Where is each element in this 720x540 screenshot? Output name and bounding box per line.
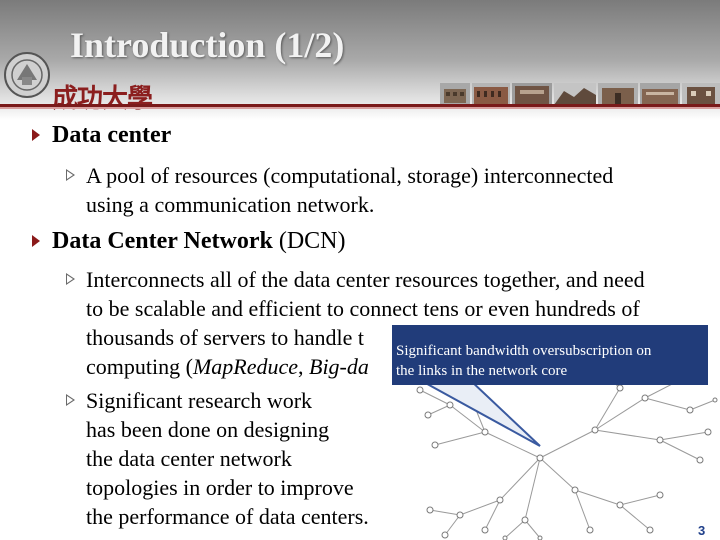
topology-node xyxy=(481,428,489,436)
topology-node xyxy=(616,501,624,509)
topology-node xyxy=(712,397,718,403)
university-seal-icon xyxy=(4,52,50,98)
text-fragment: Reduce xyxy=(233,354,298,379)
callout-box: Significant bandwidth oversubscription o… xyxy=(392,325,708,385)
sub-bullet-text-line: Significant research work xyxy=(86,388,313,413)
topology-node xyxy=(431,441,439,449)
bullet-arrow-icon xyxy=(32,235,40,247)
topology-node xyxy=(456,511,464,519)
campus-photo xyxy=(640,83,680,105)
sub-bullet-text-line: the data center network xyxy=(86,446,292,471)
bullet-label-suffix: (DCN) xyxy=(278,228,346,254)
callout-pointer xyxy=(419,380,541,447)
campus-photo xyxy=(512,83,552,105)
sub-bullet-text-line: Interconnects all of the data center res… xyxy=(86,267,645,292)
bullet-arrow-icon xyxy=(32,129,40,141)
topology-node xyxy=(441,531,449,539)
topology-node xyxy=(426,506,434,514)
sub-bullet-text-line: thousands of servers to handle t xyxy=(86,325,364,350)
topology-node xyxy=(704,428,712,436)
campus-photo xyxy=(598,83,638,105)
sub-bullet-arrow-icon xyxy=(66,394,75,406)
sub-bullet-text-line: has been done on designing xyxy=(86,417,330,442)
topology-node xyxy=(696,456,704,464)
sub-bullet-text-line: topologies in order to improve xyxy=(86,475,354,500)
campus-photo xyxy=(682,83,720,105)
slide-title: Introduction (1/2) xyxy=(70,25,345,65)
italic-bigdata: Big-da xyxy=(309,354,369,379)
topology-node xyxy=(496,496,504,504)
topology-node xyxy=(481,526,489,534)
text-fragment: Map xyxy=(192,354,234,379)
campus-photo xyxy=(472,83,510,105)
topology-node xyxy=(656,436,664,444)
topology-node xyxy=(686,406,694,414)
bullet-data-center: Data center xyxy=(32,122,172,149)
bullet-dcn: Data Center Network (DCN) xyxy=(32,228,346,255)
sub-bullet-arrow-icon xyxy=(66,169,75,181)
campus-photo xyxy=(440,83,470,105)
callout-text-line: the links in the network core xyxy=(396,363,568,379)
topology-node xyxy=(591,426,599,434)
sub-bullet-text-line: using a communication network. xyxy=(86,192,375,217)
topology-node xyxy=(656,491,664,499)
sub-bullet-text-line: A pool of resources (computational, stor… xyxy=(86,163,614,188)
topology-node xyxy=(521,516,529,524)
topology-node xyxy=(616,384,624,392)
topology-node xyxy=(586,526,594,534)
topology-node xyxy=(502,535,508,540)
topology-node xyxy=(446,401,454,409)
topology-node xyxy=(571,486,579,494)
text-fragment: , xyxy=(298,354,309,379)
sub-bullet-pool-of-resources: A pool of resources (computational, stor… xyxy=(66,161,614,219)
topology-node xyxy=(536,454,544,462)
topology-node xyxy=(646,526,654,534)
sub-bullet-text-line: the performance of data centers. xyxy=(86,504,369,529)
sub-bullet-research-work: Significant research work has been done … xyxy=(66,386,369,531)
bullet-label: Data Center Network xyxy=(52,228,273,254)
sub-bullet-text-line: to be scalable and efficient to connect … xyxy=(86,296,640,321)
topology-node xyxy=(641,394,649,402)
sub-bullet-text-line: computing (MapReduce, Big-da xyxy=(86,352,645,381)
header-divider-shadow xyxy=(0,107,720,109)
topology-node xyxy=(424,411,432,419)
topology-node xyxy=(416,386,424,394)
header-divider xyxy=(0,104,720,107)
callout-text-line: Significant bandwidth oversubscription o… xyxy=(396,343,652,359)
topology-node xyxy=(537,535,543,540)
italic-mapreduce: MapReduce xyxy=(193,354,298,379)
bullet-label: Data center xyxy=(52,122,172,148)
topology-links xyxy=(419,374,716,539)
page-number: 3 xyxy=(698,523,706,538)
text-fragment: computing ( xyxy=(86,354,193,379)
slide-header: Introduction (1/2) 成功大學 COPYRIGHT 2001 N… xyxy=(0,0,720,120)
sub-bullet-arrow-icon xyxy=(66,273,75,285)
campus-photo xyxy=(554,83,596,105)
sub-bullet-interconnects: Interconnects all of the data center res… xyxy=(66,265,645,381)
university-name: 成功大學 xyxy=(52,84,153,114)
campus-photo-strip xyxy=(440,83,720,105)
